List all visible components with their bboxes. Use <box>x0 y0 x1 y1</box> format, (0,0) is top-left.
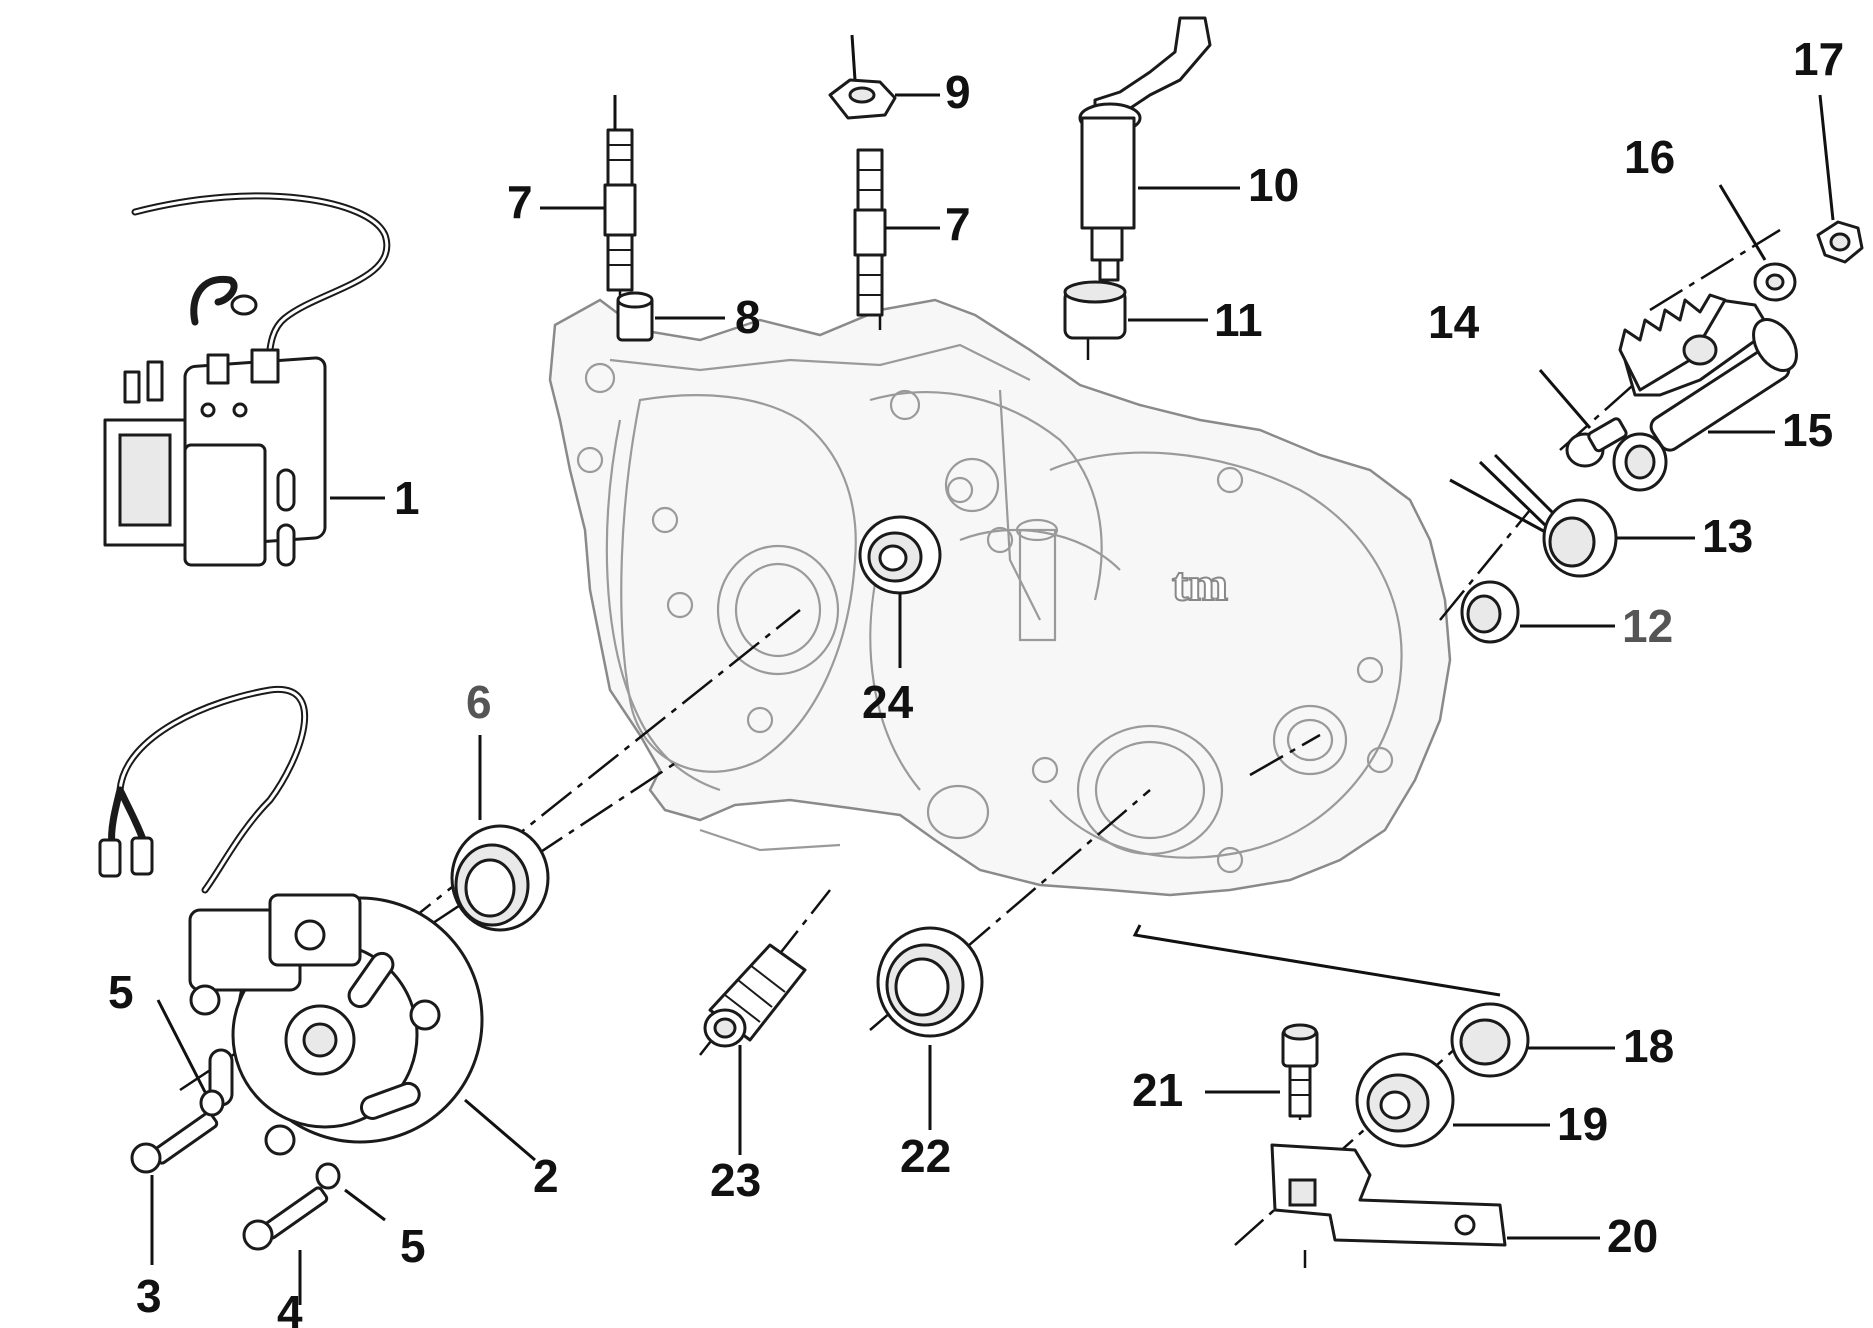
callout-7-left: 7 <box>507 176 533 228</box>
stator-screw-upper <box>130 1089 225 1174</box>
bearing-upper <box>858 515 942 595</box>
tm-logo-icon: tm <box>1171 557 1229 612</box>
callout-3: 3 <box>136 1270 162 1322</box>
stator-screw-lower <box>242 1162 341 1251</box>
oil-seal-small <box>1450 1002 1530 1078</box>
retaining-plate <box>1270 1143 1507 1247</box>
callout-7-right: 7 <box>945 198 971 250</box>
nut-top-right <box>1816 220 1864 264</box>
leader-lines <box>150 93 1835 1305</box>
bushing-top <box>1063 280 1127 340</box>
callout-21: 21 <box>1132 1064 1183 1116</box>
stud-right <box>853 148 887 317</box>
stator <box>98 686 484 1156</box>
ignition-coil <box>103 192 391 567</box>
callout-20: 20 <box>1607 1210 1658 1262</box>
callout-18: 18 <box>1623 1020 1674 1072</box>
callout-11: 11 <box>1214 294 1263 346</box>
callout-4: 4 <box>277 1286 303 1328</box>
callout-9: 9 <box>945 66 971 118</box>
threaded-plug <box>703 943 807 1048</box>
nut-top <box>828 34 897 120</box>
return-spring <box>1449 453 1618 578</box>
callout-23: 23 <box>710 1154 761 1206</box>
callout-17: 17 <box>1793 33 1844 85</box>
callout-5-upper: 5 <box>108 966 134 1018</box>
bushing-right <box>1460 580 1520 644</box>
pin <box>1565 417 1628 468</box>
kickstart-shaft <box>1612 293 1798 492</box>
stud-left <box>603 95 637 292</box>
callout-12: 12 <box>1622 600 1673 652</box>
oil-seal-large <box>876 926 984 1038</box>
crank-bearing <box>450 824 550 932</box>
callout-13: 13 <box>1702 510 1753 562</box>
callout-22: 22 <box>900 1130 951 1182</box>
brand-mark: tm <box>1172 558 1228 611</box>
bearing-lower-right <box>1355 1052 1455 1148</box>
callout-labels: 1 2 3 4 5 5 6 7 7 8 9 10 11 12 13 14 15 … <box>108 33 1844 1328</box>
callout-2: 2 <box>533 1150 559 1202</box>
callout-5-lower: 5 <box>400 1220 426 1272</box>
callout-1: 1 <box>394 472 420 524</box>
callout-19: 19 <box>1557 1098 1608 1150</box>
crankcase: tm <box>548 298 1452 897</box>
dowel <box>616 291 654 342</box>
callout-24: 24 <box>862 676 914 728</box>
screw-lower <box>1281 1023 1319 1118</box>
callout-15: 15 <box>1782 404 1833 456</box>
callout-16: 16 <box>1624 131 1675 183</box>
callout-10: 10 <box>1248 159 1299 211</box>
callout-8: 8 <box>735 291 761 343</box>
shift-lever-shaft <box>1078 16 1212 282</box>
washer-top-right <box>1753 262 1797 302</box>
callout-6: 6 <box>466 676 492 728</box>
callout-14: 14 <box>1428 296 1480 348</box>
